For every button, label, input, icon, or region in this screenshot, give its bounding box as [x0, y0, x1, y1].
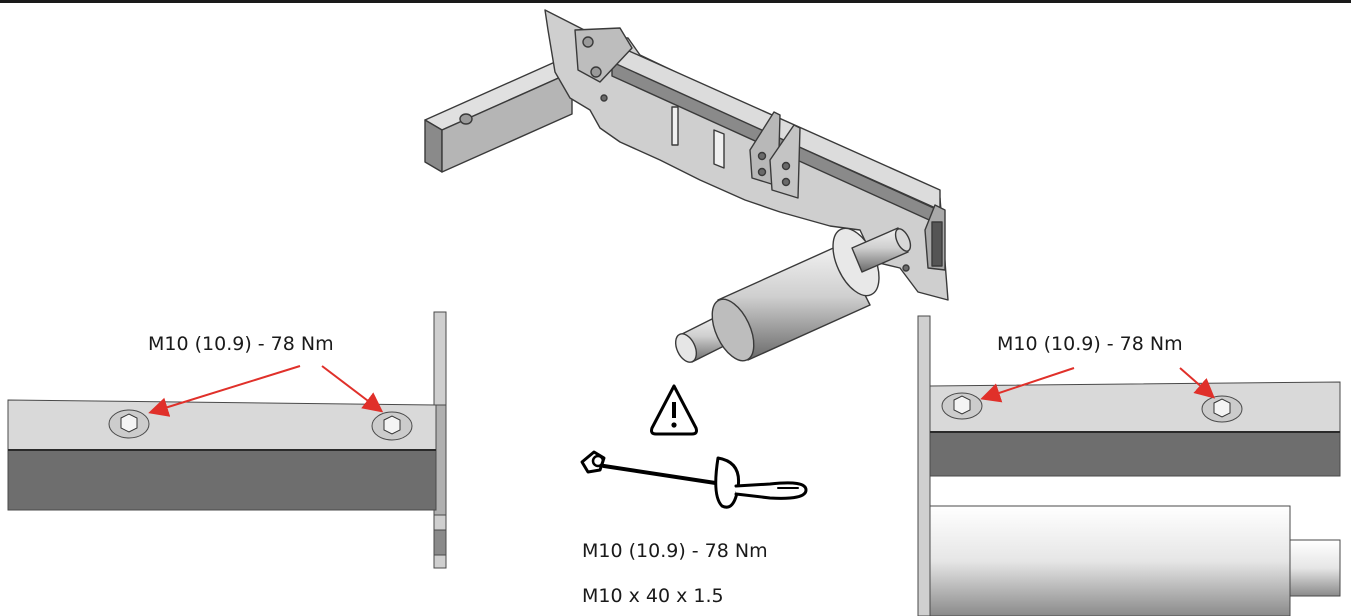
frame-assembly: [424, 9, 949, 363]
right-torque-label: M10 (10.9) - 78 Nm: [997, 333, 1183, 355]
right-detail: [917, 315, 1341, 616]
bolt-spec-label: M10 x 40 x 1.5: [582, 585, 724, 607]
right-bolt-1: [941, 392, 983, 420]
left-bolt-2: [371, 411, 413, 441]
side-tube: [424, 61, 573, 173]
right-bolt-2: [1201, 395, 1243, 423]
right-arrow-1: [980, 367, 1075, 403]
left-torque-label: M10 (10.9) - 78 Nm: [148, 333, 334, 355]
center-torque-label: M10 (10.9) - 78 Nm: [582, 540, 768, 562]
warning-triangle-icon: [650, 384, 698, 436]
roller: [674, 227, 912, 363]
left-bolt-1: [108, 409, 150, 439]
right-arrow-2: [1179, 367, 1216, 399]
left-arrow-1: [148, 365, 301, 417]
top-border: [0, 0, 1351, 3]
left-arrow-2: [321, 365, 384, 413]
left-detail: [7, 311, 447, 569]
torque-wrench-icon: [580, 450, 808, 509]
twin-brackets: [749, 111, 801, 199]
